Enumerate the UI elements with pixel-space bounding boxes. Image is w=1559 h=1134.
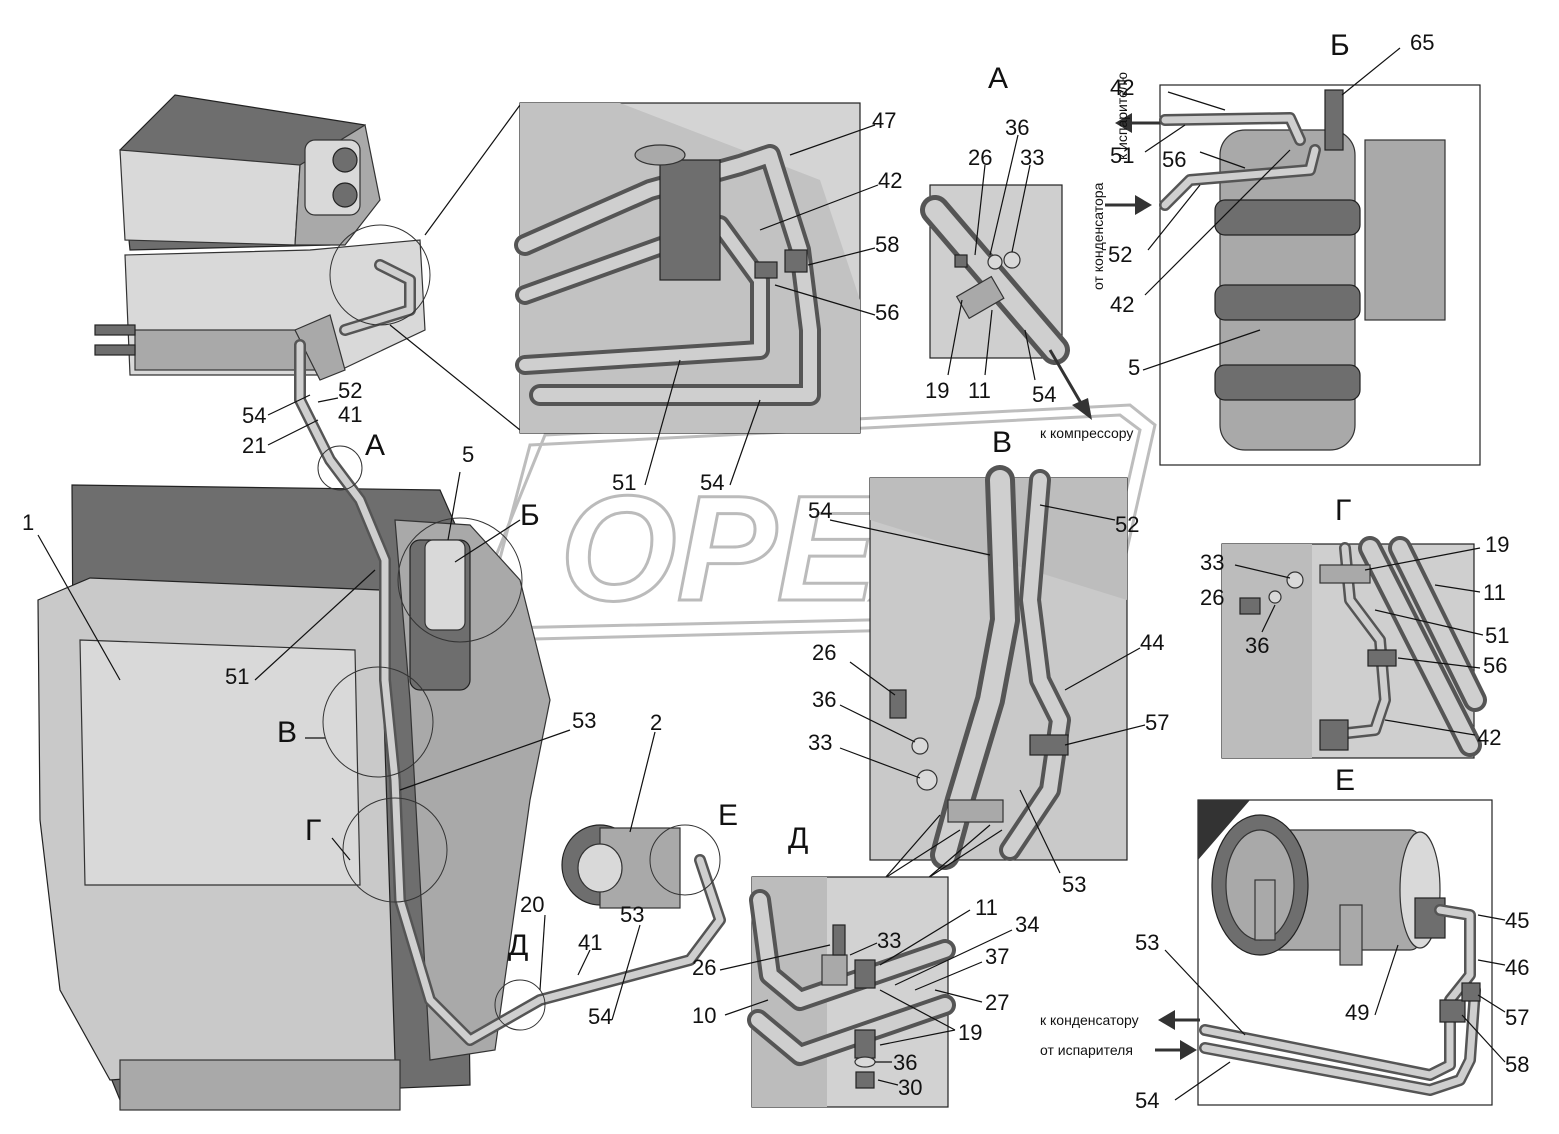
callout-19-d: 19 <box>958 1020 982 1045</box>
callout-52-b: 52 <box>1108 242 1132 267</box>
callout-45-e: 45 <box>1505 908 1529 933</box>
view-letter-e-main: Е <box>718 799 738 832</box>
callout-52-v: 52 <box>1115 512 1139 537</box>
callout-54-a: 54 <box>1032 382 1056 407</box>
callout-54-e: 54 <box>1135 1088 1159 1113</box>
callout-11-g: 11 <box>1483 580 1506 605</box>
callout-1: 1 <box>22 510 34 535</box>
view-letter-a: А <box>988 62 1008 95</box>
callout-56-g: 56 <box>1483 653 1507 678</box>
callout-36-d: 36 <box>893 1050 917 1075</box>
view-letter-b: Б <box>1330 29 1350 62</box>
callout-42-top: 42 <box>878 168 902 193</box>
main-view-letters: А Б В Г Д Е <box>277 429 738 962</box>
callout-53-v: 53 <box>1062 872 1086 897</box>
callout-20: 20 <box>520 892 544 917</box>
callout-46-e: 46 <box>1505 955 1529 980</box>
callout-33-a: 33 <box>1020 145 1044 170</box>
callout-33-v: 33 <box>808 730 832 755</box>
callout-19-a: 19 <box>925 378 949 403</box>
callout-58-top: 58 <box>875 232 899 257</box>
view-v: В 54 52 26 36 33 44 57 53 19 11 <box>808 426 1169 897</box>
view-letter-d-main: Д <box>508 929 528 962</box>
callout-56-b: 56 <box>1162 147 1186 172</box>
callout-36-a: 36 <box>1005 115 1029 140</box>
view-a: А 36 26 33 19 11 54 к компрессору <box>920 62 1133 441</box>
callout-54: 54 <box>242 403 266 428</box>
main-callouts: 54 52 41 21 5 1 51 53 2 20 41 53 54 <box>22 378 662 1029</box>
callout-11-a: 11 <box>968 378 991 403</box>
radiator-block <box>37 484 551 1111</box>
view-letter-g: Г <box>1335 494 1351 527</box>
callout-36-g: 36 <box>1245 633 1269 658</box>
callout-36-v: 36 <box>812 687 836 712</box>
compressor <box>561 824 681 909</box>
callout-53-e: 53 <box>1135 930 1159 955</box>
label-from-condenser: от конденсатора <box>1090 182 1106 290</box>
callout-19-g: 19 <box>1485 532 1509 557</box>
callout-26-v: 26 <box>812 640 836 665</box>
callout-51-g: 51 <box>1485 623 1509 648</box>
callout-54-lower: 54 <box>588 1004 612 1029</box>
callout-41: 41 <box>338 402 362 427</box>
callout-26-g: 26 <box>1200 585 1224 610</box>
callout-58-e: 58 <box>1505 1052 1529 1077</box>
callout-11-d: 11 <box>975 895 998 920</box>
callout-51: 51 <box>225 664 249 689</box>
main-pipes <box>294 259 726 1046</box>
callout-42-g: 42 <box>1477 725 1501 750</box>
callout-54-v: 54 <box>808 498 832 523</box>
view-letter-b-main: Б <box>520 499 540 532</box>
callout-57-v: 57 <box>1145 710 1169 735</box>
callout-49-e: 49 <box>1345 1000 1369 1025</box>
callout-53-lower: 53 <box>620 902 644 927</box>
view-b: Б 65 42 51 56 52 42 5 к испарителю от ко… <box>1090 29 1481 466</box>
callout-2: 2 <box>650 710 662 735</box>
label-from-evaporator: от испарителя <box>1040 1042 1133 1058</box>
label-to-compressor: к компрессору <box>1040 425 1133 441</box>
callout-30-d: 30 <box>898 1075 922 1100</box>
callout-44-v: 44 <box>1140 630 1164 655</box>
detail-circles <box>317 104 721 1031</box>
callout-33-d: 33 <box>877 928 901 953</box>
callout-37-d: 37 <box>985 944 1009 969</box>
callout-26-a: 26 <box>968 145 992 170</box>
callout-42-b-bottom: 42 <box>1110 292 1134 317</box>
callout-26-d: 26 <box>692 955 716 980</box>
callout-33-g: 33 <box>1200 550 1224 575</box>
view-letter-e: Е <box>1335 764 1355 797</box>
callout-53: 53 <box>572 708 596 733</box>
callout-34-d: 34 <box>1015 912 1039 937</box>
view-letter-d: Д <box>788 822 808 855</box>
view-letter-g-main: Г <box>305 814 321 847</box>
callout-41-lower: 41 <box>578 930 602 955</box>
hvac-unit <box>94 94 426 381</box>
callout-21: 21 <box>242 433 266 458</box>
label-to-condenser: к конденсатору <box>1040 1012 1139 1028</box>
callout-57-e: 57 <box>1505 1005 1529 1030</box>
callout-27-d: 27 <box>985 990 1009 1015</box>
view-letter-a-main: А <box>365 429 385 462</box>
callout-65: 65 <box>1410 30 1434 55</box>
view-letter-v: В <box>992 426 1012 459</box>
callout-47: 47 <box>872 108 896 133</box>
callout-10-d: 10 <box>692 1003 716 1028</box>
callout-52: 52 <box>338 378 362 403</box>
detail-expansion-valve: 47 42 58 56 51 54 <box>514 102 902 495</box>
callout-51-top: 51 <box>612 470 636 495</box>
view-d: Д 11 33 34 37 26 27 10 19 36 30 <box>692 822 1039 1108</box>
callout-42-b-top: 42 <box>1110 75 1134 100</box>
view-g: Г 33 19 26 11 36 51 56 42 <box>1200 494 1509 759</box>
callout-54-top: 54 <box>700 470 724 495</box>
view-letter-v-main: В <box>277 716 297 749</box>
callout-56-top: 56 <box>875 300 899 325</box>
label-to-evaporator: к испарителю <box>1114 72 1130 160</box>
view-e: Е 45 46 53 49 57 58 54 к конденсатору <box>1040 764 1529 1113</box>
callout-5-b: 5 <box>1128 355 1140 380</box>
callout-51-b: 51 <box>1110 143 1134 168</box>
callout-5: 5 <box>462 442 474 467</box>
